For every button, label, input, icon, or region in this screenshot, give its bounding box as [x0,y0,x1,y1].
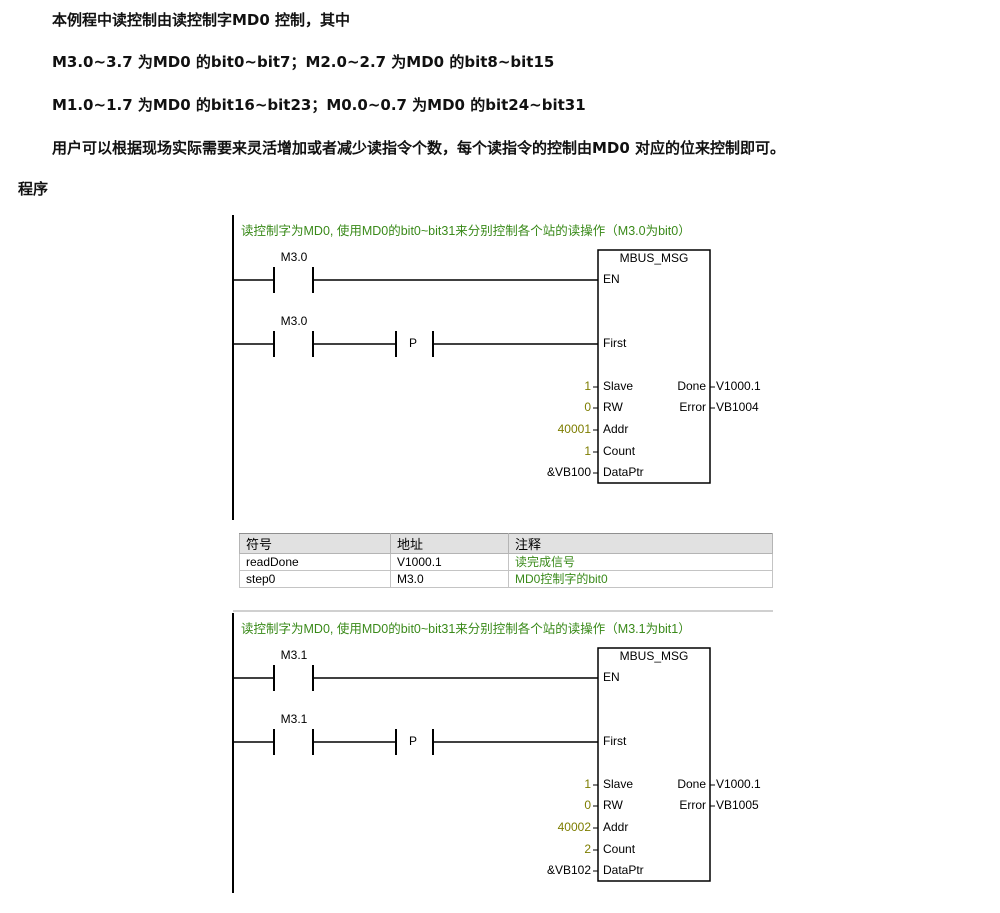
contact-address-label: M3.1 [280,648,308,662]
pin-dataptr: DataPtr [603,465,644,479]
pin-rw: RW [603,400,623,414]
pin-en: EN [603,272,620,286]
network-2[interactable]: 读控制字为MD0, 使用MD0的bit0~bit31来分别控制各个站的读操作（M… [0,613,1000,893]
contact-address-label: M3.0 [280,314,308,328]
rw-value[interactable]: 0 [584,400,591,414]
done-value[interactable]: V1000.1 [716,379,761,393]
addr-value[interactable]: 40001 [557,422,591,436]
pin-error: Error [679,798,706,812]
intro-line-3: M1.0~1.7 为MD0 的bit16~bit23；M0.0~0.7 为MD0… [52,96,586,114]
addr-value[interactable]: 40002 [557,820,591,834]
symbol-header[interactable]: 符号 [239,533,391,554]
ladder-diagram-2 [232,613,715,893]
pin-slave: Slave [603,379,634,393]
pin-done: Done [677,777,706,791]
error-value[interactable]: VB1005 [716,798,759,812]
table-row[interactable]: readDone V1000.1 读完成信号 [239,553,773,571]
pin-en: EN [603,670,620,684]
positive-edge-label: P [409,336,418,350]
intro-line-2: M3.0~3.7 为MD0 的bit0~bit7；M2.0~2.7 为MD0 的… [52,53,555,71]
pin-rw: RW [603,798,623,812]
address-cell: V1000.1 [390,553,509,571]
slave-value[interactable]: 1 [584,777,591,791]
section-heading: 程序 [18,180,49,198]
symbol-cell: readDone [239,553,391,571]
comment-cell: 读完成信号 [508,553,773,571]
rw-value[interactable]: 0 [584,798,591,812]
network-1[interactable]: 读控制字为MD0, 使用MD0的bit0~bit31来分别控制各个站的读操作（M… [0,215,1000,520]
pin-slave: Slave [603,777,634,791]
pin-first: First [603,336,627,350]
pin-dataptr: DataPtr [603,863,644,877]
dataptr-value[interactable]: &VB100 [546,465,591,479]
slave-value[interactable]: 1 [584,379,591,393]
positive-edge-label: P [409,734,418,748]
pin-addr: Addr [603,422,629,436]
contact-address-label: M3.0 [280,250,308,264]
symbol-table: 符号 地址 注释 readDone V1000.1 读完成信号 step0 M3… [239,533,773,588]
pin-count: Count [603,444,636,458]
pin-error: Error [679,400,706,414]
intro-line-4: 用户可以根据现场实际需要来灵活增加或者减少读指令个数，每个读指令的控制由MD0 … [52,139,786,157]
count-value[interactable]: 2 [584,842,591,856]
pin-addr: Addr [603,820,629,834]
done-value[interactable]: V1000.1 [716,777,761,791]
pin-count: Count [603,842,636,856]
table-row[interactable]: step0 M3.0 MD0控制字的bit0 [239,570,773,588]
block-title: MBUS_MSG [619,251,689,265]
dataptr-value[interactable]: &VB102 [546,863,591,877]
pin-first: First [603,734,627,748]
error-value[interactable]: VB1004 [716,400,759,414]
network-comment: 读控制字为MD0, 使用MD0的bit0~bit31来分别控制各个站的读操作（M… [241,622,691,636]
address-header[interactable]: 地址 [390,533,509,554]
ladder-diagram-1 [232,215,715,520]
pin-done: Done [677,379,706,393]
contact-address-label: M3.1 [280,712,308,726]
comment-cell: MD0控制字的bit0 [508,570,773,588]
comment-header[interactable]: 注释 [508,533,773,554]
count-value[interactable]: 1 [584,444,591,458]
network-comment: 读控制字为MD0, 使用MD0的bit0~bit31来分别控制各个站的读操作（M… [241,224,691,238]
network-divider [233,610,773,612]
block-title: MBUS_MSG [619,649,689,663]
address-cell: M3.0 [390,570,509,588]
intro-line-1: 本例程中读控制由读控制字MD0 控制，其中 [52,11,351,29]
symbol-cell: step0 [239,570,391,588]
